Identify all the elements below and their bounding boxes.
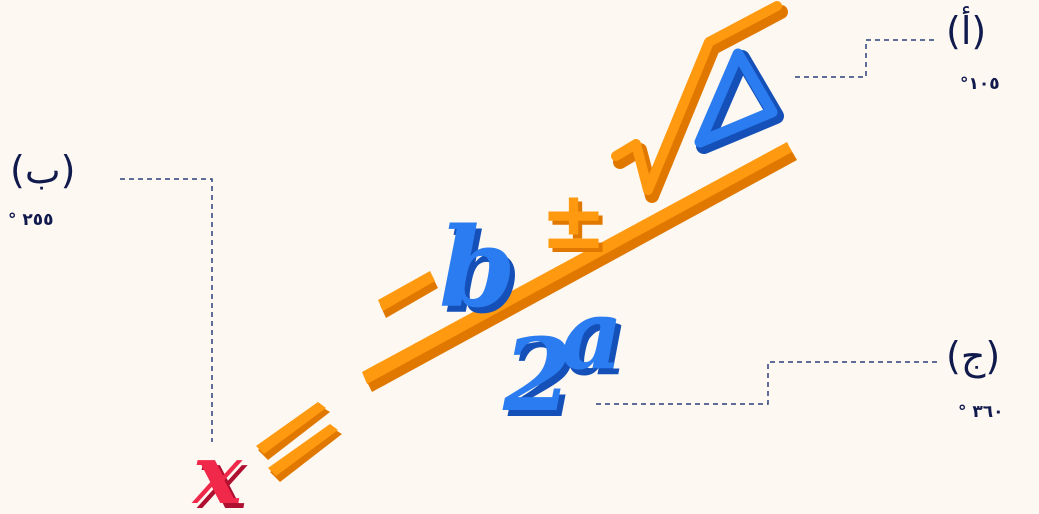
two-digit: 2 — [502, 316, 573, 434]
guide-line-b — [120, 178, 213, 442]
variable-x: x x — [191, 427, 248, 514]
equals-sign — [256, 402, 342, 482]
x-shadow: x — [196, 432, 248, 514]
square-root-sign — [611, 1, 788, 203]
fraction-bar — [362, 142, 797, 392]
two-shadow: 2 — [507, 322, 578, 440]
callout-c-letter: (ج) — [946, 334, 1001, 378]
b-shadow: b — [444, 209, 521, 338]
callout-a-letter: (أ) — [946, 9, 987, 53]
denominator-a: a a — [561, 278, 628, 397]
callout-c-value: ° ٣٦٠ — [958, 402, 1004, 422]
x-letter: x — [191, 427, 243, 514]
a-shadow: a — [566, 284, 628, 397]
letter-b: b b — [439, 203, 521, 338]
delta-symbol — [694, 48, 784, 154]
minus-sign — [378, 271, 438, 318]
denominator-two: 2 2 — [502, 316, 578, 440]
b-letter: b — [439, 203, 516, 332]
callout-b-letter: (ب) — [10, 148, 76, 192]
guide-line-a — [795, 39, 938, 78]
guide-line-c — [596, 361, 938, 405]
pm-shadow: ± — [544, 178, 611, 271]
a-letter: a — [561, 278, 623, 391]
pm-glyph: ± — [540, 174, 607, 267]
callout-a-value: °١٠٥ — [960, 74, 1000, 94]
plus-minus-sign: ± ± — [540, 174, 611, 271]
guide-lines — [120, 39, 938, 442]
callout-b-value: ° ٢٥٥ — [8, 210, 54, 230]
